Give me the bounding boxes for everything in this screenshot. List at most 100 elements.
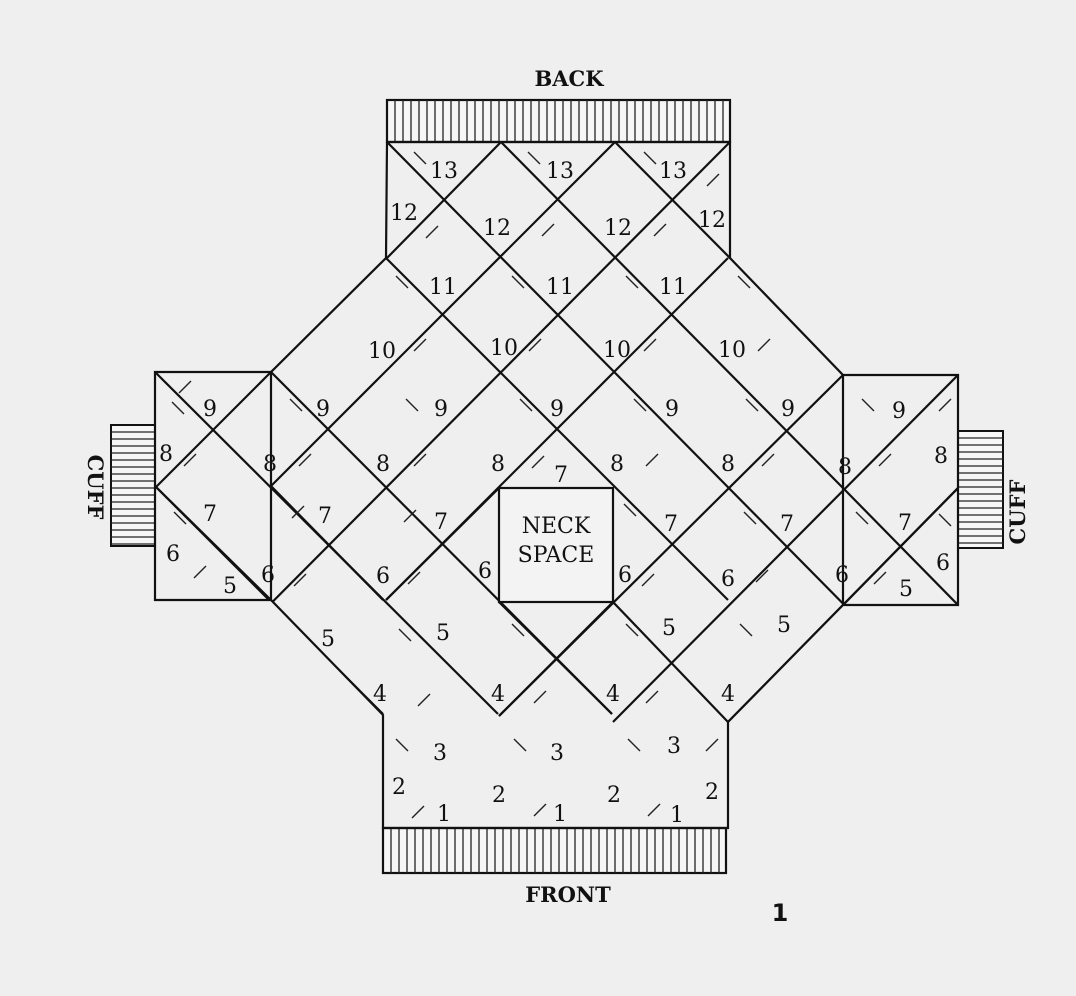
hatch-tick [743, 511, 757, 525]
square-number: 4 [721, 682, 735, 707]
square-number: 9 [781, 397, 795, 422]
square-number: 10 [603, 338, 631, 363]
square-number: 11 [659, 275, 687, 300]
square-number: 2 [607, 783, 621, 808]
back-label: BACK [534, 66, 604, 91]
square-number: 8 [376, 452, 390, 477]
square-number: 9 [665, 397, 679, 422]
square-number: 3 [550, 741, 564, 766]
hatch-tick [757, 338, 771, 352]
square-number: 6 [721, 567, 735, 592]
hatch-tick [395, 275, 409, 289]
back-ribbing [385, 98, 732, 144]
square-number: 5 [662, 616, 676, 641]
hatch-tick [403, 509, 417, 523]
square-number: 13 [430, 159, 458, 184]
square-number: 12 [604, 216, 632, 241]
square-number: 4 [606, 682, 620, 707]
square-number: 7 [318, 504, 332, 529]
hatch-tick [761, 453, 775, 467]
hatch-tick [755, 569, 769, 583]
square-number: 7 [780, 512, 794, 537]
hatch-tick [413, 151, 427, 165]
garment-outline [153, 140, 960, 830]
square-number: 2 [492, 783, 506, 808]
hatch-tick [407, 571, 421, 585]
hatch-tick [289, 398, 303, 412]
hatch-tick [405, 398, 419, 412]
hatch-tick [398, 628, 412, 642]
square-number: 12 [390, 201, 418, 226]
square-number: 2 [705, 780, 719, 805]
square-number: 7 [664, 512, 678, 537]
square-number: 1 [553, 802, 567, 827]
neck-label-line1: NECK [522, 514, 591, 539]
hatch-tick [645, 453, 659, 467]
hatch-tick [706, 173, 720, 187]
square-number: 12 [483, 216, 511, 241]
square-number: 6 [618, 563, 632, 588]
hatch-tick [291, 505, 305, 519]
hatch-tick [653, 223, 667, 237]
square-number: 9 [203, 397, 217, 422]
hatch-tick [938, 398, 952, 412]
square-number: 5 [777, 613, 791, 638]
hatch-tick [528, 338, 542, 352]
square-number: 1 [670, 803, 684, 828]
hatch-tick [627, 738, 641, 752]
left-cuff-label: CUFF [83, 455, 108, 520]
square-number: 7 [434, 510, 448, 535]
square-number: 11 [429, 275, 457, 300]
hatch-tick [511, 275, 525, 289]
hatch-tick [527, 151, 541, 165]
square-number: 5 [436, 621, 450, 646]
square-number: 12 [698, 208, 726, 233]
hatch-tick [873, 571, 887, 585]
square-number: 9 [316, 397, 330, 422]
front-ribbing [381, 826, 728, 875]
square-number: 10 [490, 336, 518, 361]
hatch-tick [625, 275, 639, 289]
hatch-tick [623, 503, 637, 517]
hatch-tick [737, 275, 751, 289]
square-number: 10 [368, 339, 396, 364]
square-number: 4 [373, 682, 387, 707]
hatch-tick [745, 398, 759, 412]
hatch-tick [643, 151, 657, 165]
hatch-tick [861, 398, 875, 412]
hatch-tick [171, 401, 185, 415]
hatch-tick [705, 738, 719, 752]
hatch-tick [533, 690, 547, 704]
square-number: 8 [838, 455, 852, 480]
square-number: 9 [434, 397, 448, 422]
hatch-tick [625, 623, 639, 637]
square-number: 13 [659, 159, 687, 184]
hatch-tick [511, 623, 525, 637]
hatch-tick [641, 573, 655, 587]
hatch-tick [533, 803, 547, 817]
square-number: 10 [718, 338, 746, 363]
hatch-tick [938, 513, 952, 527]
hatch-tick [531, 455, 545, 469]
right-cuff-ribbing [957, 430, 1004, 549]
hatch-tick [878, 453, 892, 467]
left-cuff-ribbing [110, 424, 156, 547]
square-number: 1 [437, 802, 451, 827]
sleeve-edges [269, 372, 845, 605]
page-number: 1 [772, 899, 789, 927]
hatch-tick [395, 738, 409, 752]
hatch-tick [298, 453, 312, 467]
square-number: 8 [721, 452, 735, 477]
square-number: 8 [491, 452, 505, 477]
square-number: 6 [166, 542, 180, 567]
square-number: 3 [433, 741, 447, 766]
hatch-tick [411, 805, 425, 819]
square-number: 13 [546, 159, 574, 184]
hatch-tick [178, 380, 192, 394]
square-number: 3 [667, 734, 681, 759]
square-number: 6 [835, 563, 849, 588]
hatch-tick [293, 573, 307, 587]
hatch-tick [413, 453, 427, 467]
